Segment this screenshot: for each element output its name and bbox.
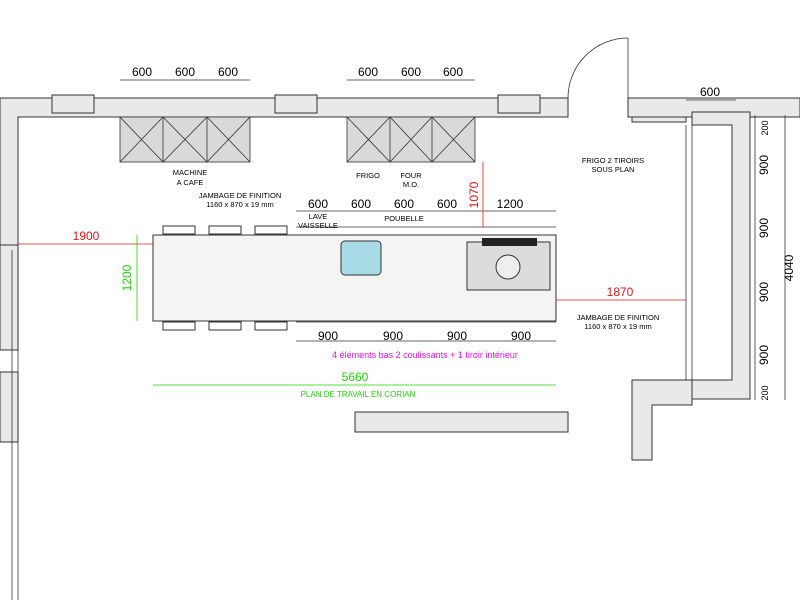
dim-back-4: 600 — [437, 197, 457, 211]
dim-island-depth: 1200 — [120, 264, 134, 291]
label-frigo-tiroirs-1: FRIGO 2 TIROIRS — [582, 156, 644, 165]
back-clearance-dimension: 1070 — [467, 162, 484, 227]
island-back-dimension: 600 600 600 600 1200 — [296, 197, 556, 212]
kitchen-island — [152, 225, 557, 331]
label-poubelle: POUBELLE — [384, 214, 424, 223]
dim-island-length: 5660 — [342, 370, 369, 384]
cooktop-burner — [495, 254, 521, 280]
right-wall-dimension: 600 — [686, 85, 736, 101]
label-lave-vaisselle-2: VAISSELLE — [298, 221, 338, 230]
label-jambage-top-2: 1160 x 870 x 19 mm — [206, 200, 273, 209]
top-right-dimension: 600 600 600 — [347, 65, 475, 81]
island-front-dimension: 900 900 900 900 — [296, 329, 556, 343]
dim-column-2: 900 — [757, 218, 771, 238]
dim-top-left-1: 600 — [132, 65, 152, 79]
dim-back-3: 600 — [394, 197, 414, 211]
dim-top-right-2: 600 — [401, 65, 421, 79]
door-swing-arc — [567, 37, 629, 99]
label-frigo-tiroirs-2: SOUS PLAN — [592, 165, 635, 174]
label-machine-cafe-2: A CAFE — [177, 178, 204, 187]
walls — [0, 37, 800, 600]
dim-top-right-3: 600 — [443, 65, 463, 79]
left-clearance-dimension: 1900 — [18, 229, 153, 245]
right-column-dimensions: 200 900 900 900 900 200 4040 — [754, 115, 796, 401]
label-jambage-right-2: 1160 x 870 x 19 mm — [584, 322, 651, 331]
label-four-2: M.O. — [403, 180, 419, 189]
dim-column-4: 900 — [757, 345, 771, 365]
dim-column-total: 4040 — [782, 254, 796, 281]
dim-column-3: 900 — [757, 282, 771, 302]
top-window-1 — [51, 94, 95, 114]
dim-back-clearance: 1070 — [467, 181, 481, 208]
label-lave-vaisselle-1: LAVE — [309, 212, 328, 221]
sink — [340, 240, 382, 276]
dim-column-1: 900 — [757, 155, 771, 175]
dim-front-2: 900 — [383, 329, 403, 343]
dim-column-small-1: 200 — [760, 120, 770, 135]
label-jambage-top-1: JAMBAGE DE FINITION — [199, 191, 282, 200]
dim-front-1: 900 — [318, 329, 338, 343]
label-plan-travail: PLAN DE TRAVAIL EN CORIAN — [301, 390, 416, 399]
dim-front-3: 900 — [447, 329, 467, 343]
left-wall-segment-2 — [0, 371, 19, 443]
label-jambage-right-1: JAMBAGE DE FINITION — [577, 313, 660, 322]
dim-back-1: 600 — [308, 197, 328, 211]
dim-back-2: 600 — [351, 197, 371, 211]
cooktop-burner-bar — [482, 238, 537, 246]
label-frigo: FRIGO — [356, 171, 380, 180]
right-bottom-wall — [691, 111, 751, 400]
bottom-counter-strip — [354, 411, 569, 433]
top-left-dimension: 600 600 600 — [120, 65, 250, 81]
dim-left-clearance: 1900 — [73, 229, 100, 243]
island-depth-dimension: 1200 — [120, 235, 138, 321]
island-length-dimension: 5660 — [153, 370, 556, 386]
right-column-wall — [631, 116, 687, 123]
dim-right-wall: 600 — [700, 85, 720, 99]
right-clearance-dimension: 1870 — [556, 285, 686, 301]
dim-top-right-1: 600 — [358, 65, 378, 79]
right-column-cabinets — [685, 125, 693, 380]
top-right-wall — [627, 97, 800, 118]
dim-top-left-3: 600 — [218, 65, 238, 79]
top-window-3 — [497, 94, 541, 114]
label-elements-bas: 4 éléments bas 2 coulissants + 1 tiroir … — [332, 350, 518, 360]
left-wall-segment-1 — [0, 244, 19, 351]
dim-right-clearance: 1870 — [607, 285, 634, 299]
dim-front-4: 900 — [511, 329, 531, 343]
tall-cabinets-right — [346, 116, 476, 163]
top-window-2 — [274, 94, 318, 114]
dim-top-left-2: 600 — [175, 65, 195, 79]
label-machine-cafe-1: MACHINE — [173, 168, 208, 177]
label-four-1: FOUR — [400, 171, 422, 180]
tall-cabinets-left — [119, 116, 251, 163]
pillar-right — [631, 379, 693, 461]
dim-column-small-2: 200 — [760, 385, 770, 400]
dim-back-5: 1200 — [497, 197, 524, 211]
